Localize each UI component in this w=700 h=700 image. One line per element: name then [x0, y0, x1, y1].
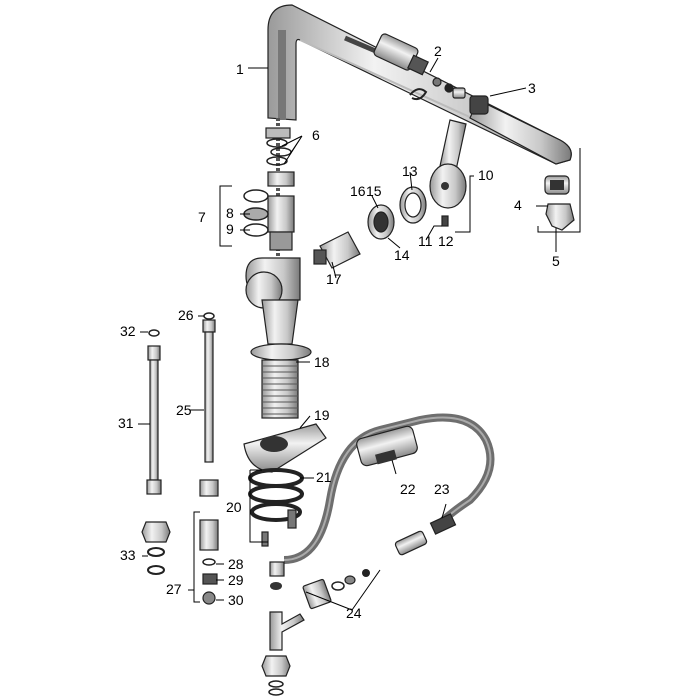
mounting-plate-part — [243, 423, 327, 473]
callout-13: 13 — [402, 163, 418, 179]
callout-20: 20 — [226, 499, 242, 515]
check-valve-set-part — [199, 519, 219, 605]
callout-26: 26 — [178, 307, 194, 323]
lever-handle-part — [429, 119, 467, 209]
cartridge-part — [313, 231, 361, 269]
pull-out-hose-part — [283, 413, 495, 564]
o-ring-26-part — [203, 312, 215, 320]
nut-washers-33-part — [141, 521, 171, 575]
leader-lines — [138, 57, 581, 611]
callout-2: 2 — [434, 43, 442, 59]
callout-8: 8 — [226, 205, 234, 221]
grub-screw-part — [441, 215, 449, 227]
callout-14: 14 — [394, 247, 410, 263]
spout-connector-part — [373, 33, 430, 76]
callout-25: 25 — [176, 402, 192, 418]
supply-hose-cold-part — [146, 345, 162, 495]
callout-15: 15 — [366, 183, 382, 199]
callout-24: 24 — [346, 605, 362, 621]
callout-21: 21 — [316, 469, 332, 485]
callout-33: 33 — [120, 547, 136, 563]
clip-part — [409, 77, 466, 101]
callout-19: 19 — [314, 407, 330, 423]
callout-4: 4 — [514, 197, 522, 213]
callout-32: 32 — [120, 323, 136, 339]
callout-16: 16 — [350, 183, 366, 199]
callout-17: 17 — [326, 271, 342, 287]
callout-23: 23 — [434, 481, 450, 497]
callout-11: 11 — [418, 233, 433, 249]
lower-fittings-part — [261, 531, 305, 696]
aerator-part — [544, 175, 575, 231]
body-column-part — [245, 127, 312, 361]
cartridge-nut-part — [367, 204, 395, 240]
callout-31: 31 — [118, 415, 134, 431]
o-rings-part — [243, 138, 292, 237]
mounting-washers-part — [248, 468, 304, 529]
callout-22: 22 — [400, 481, 416, 497]
threaded-shank-part — [261, 359, 299, 419]
callout-12: 12 — [438, 233, 454, 249]
callout-29: 29 — [228, 572, 244, 588]
spray-head-part — [469, 95, 572, 165]
callout-30: 30 — [228, 592, 244, 608]
callout-1: 1 — [236, 61, 244, 77]
callout-labels: 1 2 3 4 5 6 7 8 9 10 11 12 13 14 15 16 1… — [118, 43, 560, 621]
callout-28: 28 — [228, 556, 244, 572]
o-ring-32-part — [148, 329, 160, 337]
callout-18: 18 — [314, 354, 330, 370]
supply-hose-hot-part — [199, 319, 219, 497]
callout-10: 10 — [478, 167, 494, 183]
cover-ring-part — [399, 186, 427, 224]
callout-5: 5 — [552, 253, 560, 269]
callout-6: 6 — [312, 127, 320, 143]
callout-7: 7 — [198, 209, 206, 225]
callout-27: 27 — [166, 581, 182, 597]
callout-9: 9 — [226, 221, 234, 237]
callout-3: 3 — [528, 80, 536, 96]
hose-fittings-part — [302, 569, 370, 610]
